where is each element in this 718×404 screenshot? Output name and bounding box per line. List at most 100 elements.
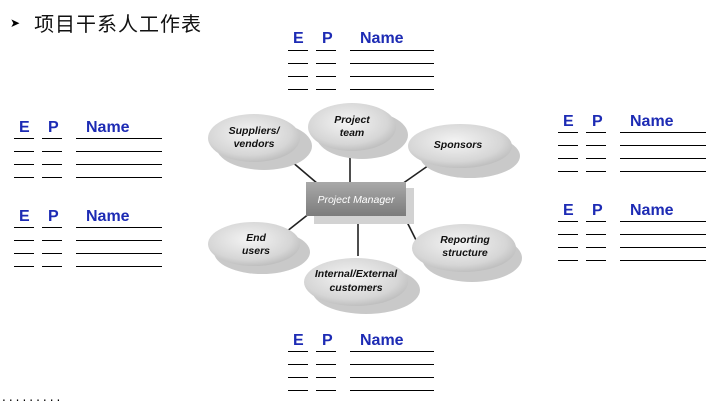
- row-line: [350, 390, 434, 391]
- row-line: [350, 50, 434, 51]
- row-line: [288, 364, 308, 365]
- center-label: Project Manager: [317, 194, 395, 206]
- header-name: Name: [360, 332, 404, 349]
- row-line: [76, 227, 162, 228]
- row-line: [558, 145, 578, 146]
- slide-title: 项目干系人工作表: [34, 12, 203, 36]
- row-line: [42, 164, 62, 165]
- header-name: Name: [86, 119, 130, 136]
- row-line: [76, 177, 162, 178]
- row-line: [14, 253, 34, 254]
- row-line: [620, 234, 706, 235]
- row-line: [316, 89, 336, 90]
- header-e: E: [293, 30, 304, 47]
- row-line: [288, 390, 308, 391]
- row-line: [586, 158, 606, 159]
- header-e: E: [19, 208, 30, 225]
- row-line: [586, 132, 606, 133]
- row-line: [316, 377, 336, 378]
- node-suppliers: Suppliers/ vendors: [208, 114, 312, 170]
- header-e: E: [563, 113, 574, 130]
- row-line: [620, 260, 706, 261]
- row-line: [558, 158, 578, 159]
- row-line: [316, 351, 336, 352]
- node-reporting-structure: Reporting structure: [412, 224, 522, 282]
- row-line: [316, 50, 336, 51]
- node-sponsors: Sponsors: [408, 124, 520, 178]
- row-line: [586, 234, 606, 235]
- row-line: [558, 171, 578, 172]
- stakeholder-table-left-1: E P Name: [14, 119, 164, 178]
- node-project-team: Project team: [308, 103, 408, 159]
- row-line: [42, 177, 62, 178]
- row-line: [620, 171, 706, 172]
- header-name: Name: [630, 113, 674, 130]
- table-header: E P Name: [288, 332, 438, 354]
- row-line: [586, 145, 606, 146]
- row-line: [76, 164, 162, 165]
- header-e: E: [19, 119, 30, 136]
- stakeholder-table-right-1: E P Name: [558, 113, 708, 172]
- project-manager-box: Project Manager: [306, 182, 414, 224]
- row-line: [14, 240, 34, 241]
- table-header: E P Name: [14, 208, 164, 230]
- table-header: E P Name: [288, 30, 438, 52]
- row-line: [316, 390, 336, 391]
- header-name: Name: [86, 208, 130, 225]
- node-label: users: [242, 245, 270, 257]
- row-line: [76, 151, 162, 152]
- row-line: [14, 227, 34, 228]
- row-line: [42, 138, 62, 139]
- header-p: P: [592, 113, 603, 130]
- stakeholder-table-left-2: E P Name: [14, 208, 164, 267]
- node-end-users: End users: [208, 222, 310, 274]
- table-header: E P Name: [14, 119, 164, 141]
- row-line: [42, 151, 62, 152]
- row-line: [288, 76, 308, 77]
- row-line: [288, 351, 308, 352]
- node-label: Project: [334, 114, 370, 126]
- node-label: customers: [329, 282, 382, 294]
- header-p: P: [48, 119, 59, 136]
- header-p: P: [592, 202, 603, 219]
- row-line: [42, 240, 62, 241]
- header-name: Name: [360, 30, 404, 47]
- row-line: [76, 266, 162, 267]
- row-line: [288, 377, 308, 378]
- header-name: Name: [630, 202, 674, 219]
- row-line: [316, 364, 336, 365]
- row-line: [76, 240, 162, 241]
- row-line: [620, 247, 706, 248]
- row-line: [558, 221, 578, 222]
- row-line: [350, 63, 434, 64]
- row-line: [350, 89, 434, 90]
- table-header: E P Name: [558, 113, 708, 135]
- row-line: [586, 221, 606, 222]
- row-line: [42, 227, 62, 228]
- header-e: E: [563, 202, 574, 219]
- row-line: [316, 63, 336, 64]
- node-label: vendors: [234, 138, 275, 150]
- node-label: End: [246, 232, 266, 244]
- node-label: Reporting: [440, 234, 490, 246]
- slide-title-row: ➤ 项目干系人工作表: [10, 8, 202, 37]
- row-line: [76, 138, 162, 139]
- row-line: [76, 253, 162, 254]
- row-line: [558, 260, 578, 261]
- node-label: Internal/External: [315, 268, 398, 280]
- header-p: P: [322, 30, 333, 47]
- node-label: structure: [442, 247, 488, 259]
- row-line: [620, 158, 706, 159]
- row-line: [288, 50, 308, 51]
- row-line: [14, 177, 34, 178]
- row-line: [620, 221, 706, 222]
- row-line: [288, 63, 308, 64]
- header-p: P: [322, 332, 333, 349]
- table-header: E P Name: [558, 202, 708, 224]
- row-line: [42, 253, 62, 254]
- stakeholder-table-bottom: E P Name: [288, 332, 438, 391]
- row-line: [14, 151, 34, 152]
- row-line: [586, 171, 606, 172]
- row-line: [620, 145, 706, 146]
